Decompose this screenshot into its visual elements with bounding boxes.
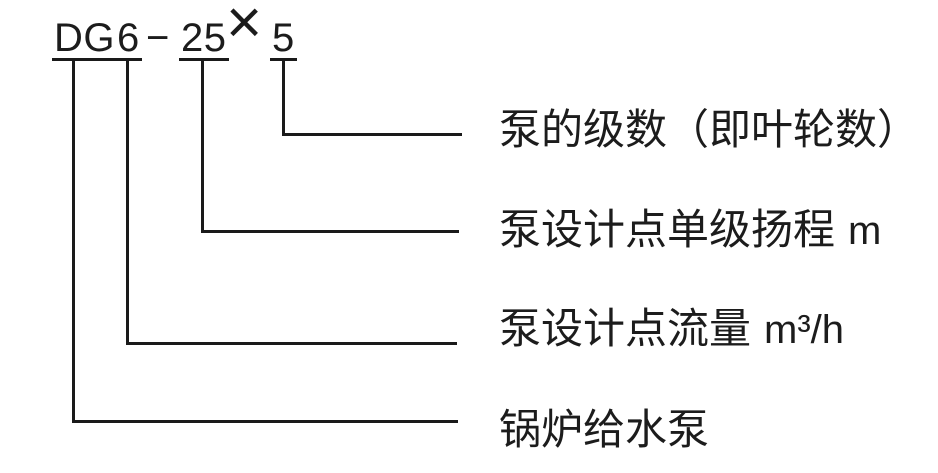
model-code-separator: − bbox=[146, 16, 170, 60]
model-code-head-value: 25 bbox=[179, 16, 229, 61]
callout-label-stages-text: 泵的级数（即叶轮数） bbox=[499, 107, 920, 154]
callout-line-design-flow bbox=[126, 60, 457, 345]
callout-label-pump-type: 锅炉给水泵 bbox=[499, 408, 709, 454]
callout-label-design-flow: 泵设计点流量 m³/h bbox=[499, 307, 844, 353]
callout-label-stages: 泵的级数（即叶轮数） bbox=[499, 108, 919, 154]
callout-label-single-stage-head-unit: m bbox=[848, 208, 882, 253]
callout-label-design-flow-unit: m³/h bbox=[764, 307, 845, 352]
callout-line-stages bbox=[282, 60, 462, 136]
model-code-prefix: DG bbox=[52, 16, 117, 61]
callout-label-pump-type-text: 锅炉给水泵 bbox=[499, 407, 710, 454]
callout-label-design-flow-text: 泵设计点流量 bbox=[499, 306, 752, 353]
multiplication-sign: × bbox=[226, 0, 263, 57]
callout-label-single-stage-head-text: 泵设计点单级扬程 bbox=[499, 207, 836, 254]
callout-label-single-stage-head: 泵设计点单级扬程 m bbox=[499, 208, 881, 254]
callout-line-pump-type bbox=[72, 60, 458, 423]
model-code-stages-value: 5 bbox=[270, 16, 297, 61]
callout-line-single-stage-head bbox=[201, 60, 459, 233]
model-code-flow-value: 6 bbox=[115, 16, 142, 61]
